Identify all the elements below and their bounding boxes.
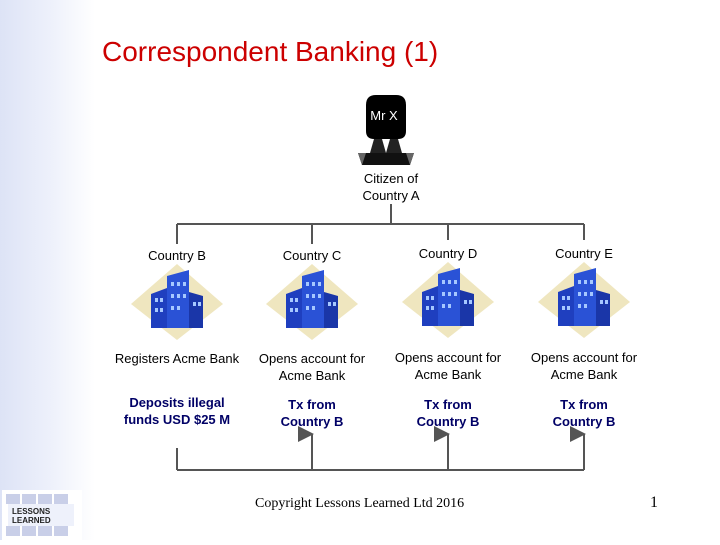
country-d-action: Tx from Country B — [416, 397, 480, 429]
country-c-action: Tx from Country B — [280, 397, 344, 429]
country-e-role: Opens account for Acme Bank — [530, 350, 638, 382]
country-e-action: Tx from Country B — [552, 397, 616, 429]
country-b-label: Country B — [148, 248, 206, 263]
country-c-label: Country C — [282, 248, 342, 263]
sidebar-gradient — [0, 0, 95, 540]
country-b-action: Deposits illegal funds USD $25 M — [123, 395, 231, 427]
person-caption: Citizen of Country A — [362, 171, 420, 203]
country-d-role: Opens account for Acme Bank — [394, 350, 502, 382]
person-icon — [358, 95, 414, 165]
country-b-role: Registers Acme Bank — [114, 351, 240, 366]
country-d-label: Country D — [418, 246, 478, 261]
bank-building-icon — [538, 262, 630, 338]
page-number: 1 — [650, 494, 658, 511]
svg-text:LESSONS: LESSONS — [12, 507, 51, 516]
country-c-role: Opens account for Acme Bank — [258, 351, 366, 383]
bank-building-icon — [266, 264, 358, 340]
copyright-text: Copyright Lessons Learned Ltd 2016 — [255, 496, 465, 511]
slide-title: Correspondent Banking (1) — [102, 36, 439, 67]
country-e-label: Country E — [555, 246, 613, 261]
person-label: Mr X — [370, 108, 398, 123]
svg-text:LEARNED: LEARNED — [12, 516, 51, 525]
lessons-learned-logo: LESSONS LEARNED — [2, 490, 82, 540]
bank-building-icon — [402, 262, 494, 338]
bank-building-icon — [131, 264, 223, 340]
